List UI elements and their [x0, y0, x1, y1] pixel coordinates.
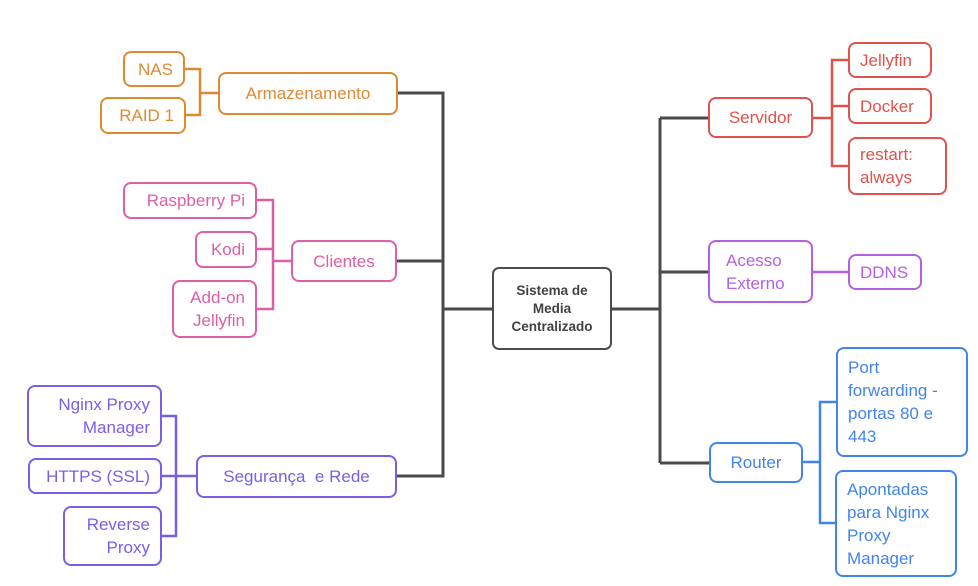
node-acesso-externo[interactable]: Acesso Externo: [708, 240, 813, 303]
node-label: Jellyfin: [860, 50, 912, 70]
node-https-ssl[interactable]: HTTPS (SSL): [28, 458, 162, 494]
connector-router: [803, 400, 836, 525]
node-add-on-jellyfin[interactable]: Add-on Jellyfin: [172, 280, 257, 338]
node-port-forwarding[interactable]: Port forwarding - portas 80 e 443: [836, 347, 968, 457]
node-label: Port forwarding - portas 80 e 443: [848, 358, 943, 446]
node-label: Nginx Proxy Manager: [58, 395, 155, 437]
node-label: HTTPS (SSL): [46, 466, 150, 486]
trunk-connectors-dark: [397, 91, 709, 478]
node-restart-always[interactable]: restart: always: [848, 137, 947, 195]
node-label: Acesso Externo: [726, 250, 787, 293]
connector-seguranca: [162, 414, 196, 538]
node-seguranca-e-rede[interactable]: Segurança e Rede: [196, 455, 397, 498]
node-armazenamento[interactable]: Armazenamento: [218, 72, 398, 115]
node-label: Raspberry Pi: [146, 191, 245, 210]
node-label: Sistema de Media Centralizado: [511, 282, 593, 334]
connector-clientes: [257, 198, 291, 311]
node-ddns[interactable]: DDNS: [848, 254, 922, 290]
node-router[interactable]: Router: [709, 442, 803, 483]
node-label: restart: always: [860, 145, 918, 187]
node-reverse-proxy[interactable]: Reverse Proxy: [63, 506, 162, 566]
node-label: Apontadas para Nginx Proxy Manager: [847, 479, 934, 568]
node-label: Reverse Proxy: [86, 515, 155, 557]
node-label: Add-on Jellyfin: [190, 288, 250, 330]
node-jellyfin[interactable]: Jellyfin: [848, 42, 932, 78]
node-label: NAS: [138, 59, 173, 79]
node-label: Docker: [860, 96, 914, 116]
node-raid-1[interactable]: RAID 1: [100, 97, 186, 134]
connector-servidor: [813, 58, 848, 168]
node-apontadas-para-nginx[interactable]: Apontadas para Nginx Proxy Manager: [835, 470, 957, 577]
node-servidor[interactable]: Servidor: [708, 97, 813, 138]
node-label: Armazenamento: [245, 84, 371, 103]
node-raspberry-pi[interactable]: Raspberry Pi: [123, 182, 257, 219]
connector-armazenamento: [185, 67, 218, 117]
node-label: Router: [730, 453, 782, 472]
node-sistema-de-media-centralizado[interactable]: Sistema de Media Centralizado: [492, 267, 612, 350]
node-clientes[interactable]: Clientes: [291, 240, 397, 282]
node-label: Kodi: [210, 240, 245, 259]
node-docker[interactable]: Docker: [848, 88, 932, 124]
node-label: RAID 1: [119, 106, 174, 125]
node-label: DDNS: [860, 262, 909, 282]
node-label: Servidor: [728, 108, 793, 127]
node-label: Segurança e Rede: [223, 467, 370, 486]
node-nas[interactable]: NAS: [123, 51, 185, 87]
node-kodi[interactable]: Kodi: [195, 231, 257, 268]
node-label: Clientes: [313, 251, 375, 271]
node-nginx-proxy-manager[interactable]: Nginx Proxy Manager: [27, 385, 162, 447]
